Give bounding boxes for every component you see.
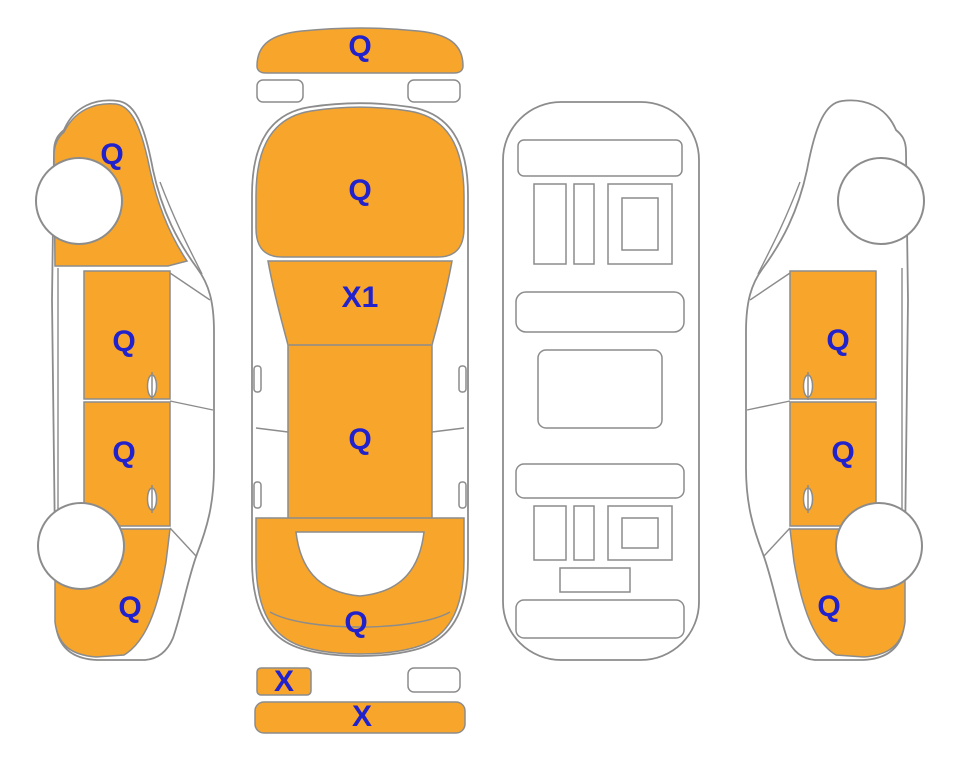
- marker-rear-bumper-corner[interactable]: X: [274, 665, 294, 698]
- marker-trunk[interactable]: Q: [344, 606, 367, 639]
- underbody-center-block: [537, 349, 663, 429]
- marker-roof[interactable]: Q: [348, 423, 371, 456]
- top-right-front-handle: [458, 365, 467, 393]
- marker-left-front-fender[interactable]: Q: [100, 138, 123, 171]
- underbody-rail-inner: [621, 517, 659, 549]
- underbody-rail-inner: [621, 197, 659, 251]
- panel-hood[interactable]: [255, 106, 465, 258]
- marker-hood[interactable]: Q: [348, 174, 371, 207]
- top-right-rear-handle: [458, 481, 467, 509]
- underbody-rail: [533, 505, 567, 561]
- panel-front-bumper[interactable]: [256, 27, 464, 74]
- rear-right-cap: [407, 667, 461, 693]
- trunk-line: [269, 611, 451, 628]
- marker-right-rear-door[interactable]: Q: [831, 436, 854, 469]
- view-right-side: [745, 99, 925, 661]
- marker-windshield[interactable]: X1: [342, 281, 379, 314]
- marker-right-front-door[interactable]: Q: [826, 324, 849, 357]
- front-left-cap: [256, 79, 304, 103]
- view-top: [251, 27, 469, 734]
- marker-left-rear-quarter[interactable]: Q: [118, 591, 141, 624]
- right-door-split-line: [431, 427, 465, 433]
- underbody-rail: [533, 183, 567, 265]
- left-door-split-line: [255, 427, 289, 433]
- underbody-rail: [573, 183, 595, 265]
- front-right-cap: [407, 79, 461, 103]
- view-left-side: [35, 99, 215, 661]
- underbody-crossmember: [515, 463, 685, 499]
- top-left-front-handle: [253, 365, 262, 393]
- underbody-front-member: [517, 139, 683, 177]
- rear-window: [295, 531, 425, 597]
- underbody-crossmember: [515, 291, 685, 333]
- panel-rear-bumper[interactable]: [254, 701, 466, 734]
- marker-left-front-door[interactable]: Q: [112, 325, 135, 358]
- view-underbody: [502, 101, 700, 661]
- underbody-rail: [573, 505, 595, 561]
- marker-front-bumper[interactable]: Q: [348, 30, 371, 63]
- underbody-rear-member: [515, 599, 685, 639]
- panel-rear-bumper-corner[interactable]: [256, 667, 312, 696]
- marker-left-rear-door[interactable]: Q: [112, 436, 135, 469]
- top-left-rear-handle: [253, 481, 262, 509]
- marker-rear-bumper[interactable]: X: [352, 700, 372, 733]
- marker-right-rear-quarter[interactable]: Q: [817, 590, 840, 623]
- underbody-small-member: [559, 567, 631, 593]
